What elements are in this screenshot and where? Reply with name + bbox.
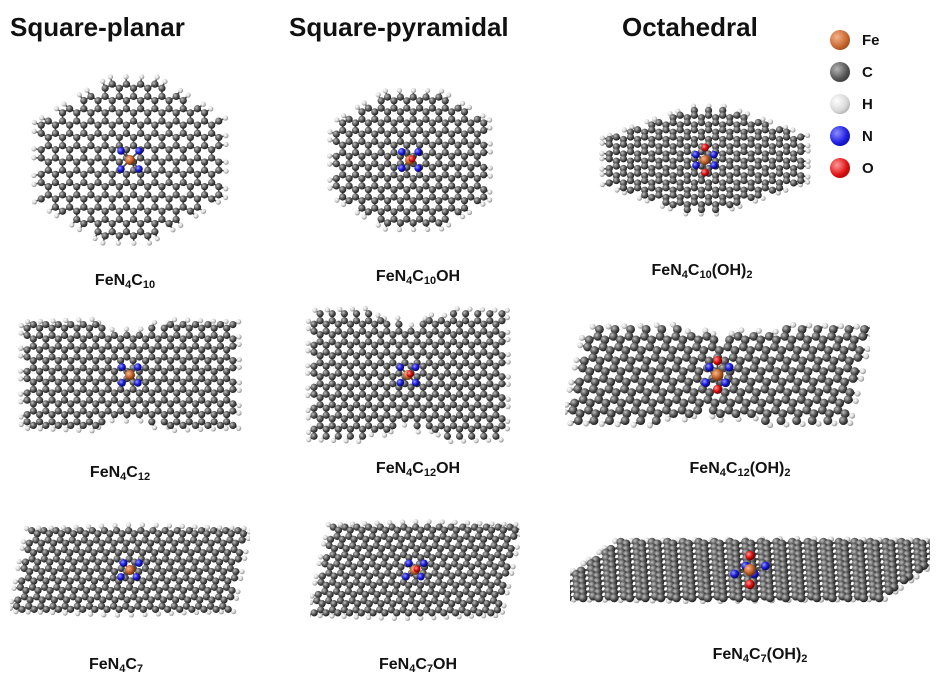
caption-fen4c7oh: FeN4C7OH (378, 656, 458, 675)
legend-label: C (862, 64, 873, 81)
h-atom-icon (830, 94, 850, 114)
caption-fen4c10oh: FeN4C10OH (375, 268, 461, 287)
molecule-fen4c7oh2 (570, 535, 930, 605)
fe-atom-icon (830, 30, 850, 50)
legend-item-h: H (830, 94, 910, 118)
legend-label: H (862, 96, 873, 113)
legend-item-c: C (830, 62, 910, 86)
caption-fen4c7oh2: FeN4C7(OH)2 (712, 646, 808, 665)
n-atom-icon (830, 126, 850, 146)
caption-fen4c12: FeN4C12 (89, 464, 151, 483)
molecule-fen4c7 (10, 522, 250, 618)
caption-fen4c10: FeN4C10 (94, 272, 156, 291)
caption-fen4c10oh2: FeN4C10(OH)2 (651, 262, 753, 281)
caption-fen4c12oh2: FeN4C12(OH)2 (689, 460, 791, 479)
legend-item-fe: Fe (830, 30, 910, 54)
molecule-fen4c10oh2 (599, 103, 811, 217)
molecule-fen4c10oh (327, 87, 493, 233)
column-title-octahedral: Octahedral (622, 12, 758, 42)
caption-fen4c7: FeN4C7 (88, 656, 144, 675)
legend-label: O (862, 160, 874, 177)
molecule-fen4c10 (31, 74, 229, 246)
legend-label: N (862, 128, 873, 145)
legend-item-o: O (830, 158, 910, 182)
molecule-fen4c12 (18, 316, 242, 434)
molecule-fen4c12oh2 (565, 321, 870, 429)
legend-item-n: N (830, 126, 910, 150)
molecule-fen4c12oh (305, 305, 511, 445)
column-title-square-pyramidal: Square-pyramidal (289, 12, 509, 42)
o-atom-icon (830, 158, 850, 178)
legend-label: Fe (862, 32, 880, 49)
c-atom-icon (830, 62, 850, 82)
molecule-fen4c7oh (310, 519, 520, 621)
caption-fen4c12oh: FeN4C12OH (375, 460, 461, 479)
column-title-square-planar: Square-planar (10, 12, 185, 42)
